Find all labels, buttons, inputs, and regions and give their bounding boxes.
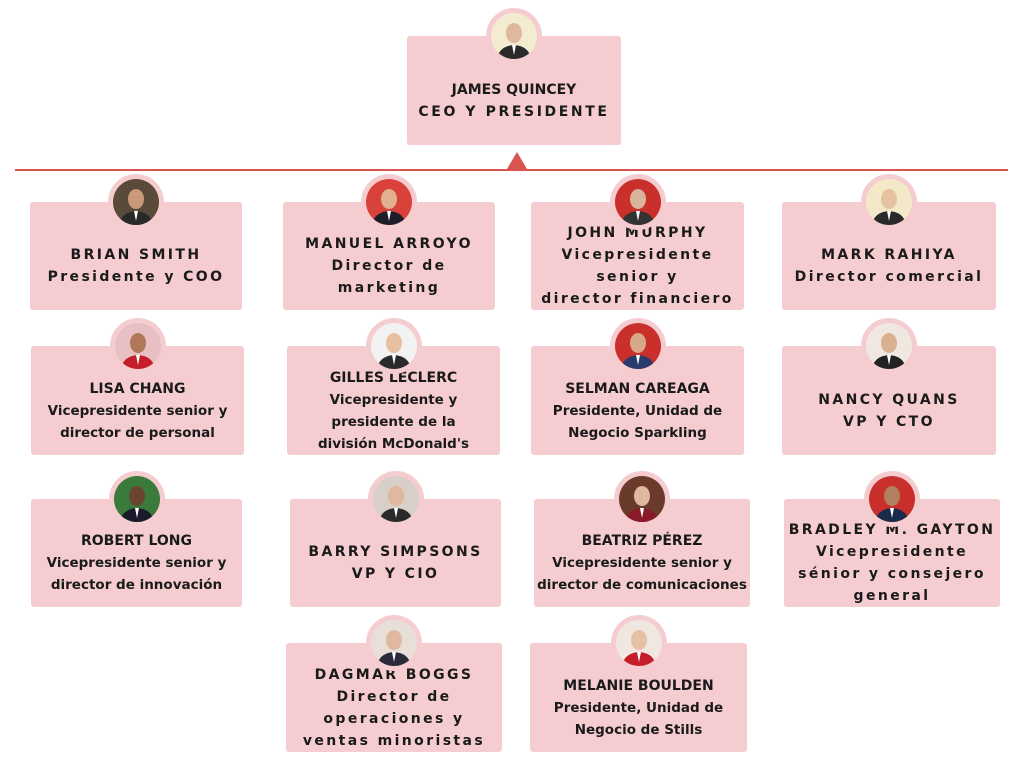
avatar — [614, 471, 670, 527]
org-card-nancy-quans: NANCY QUANS VP Y CTO — [782, 318, 996, 455]
avatar — [861, 174, 917, 230]
avatar — [361, 174, 417, 230]
person-photo-icon — [619, 476, 665, 522]
person-title: Vicepresidente senior y — [47, 402, 228, 419]
person-photo-icon — [869, 476, 915, 522]
org-card-dagmar-boggs: DAGMAR BOGGS Director de operaciones y vent… — [286, 615, 502, 752]
person-title: Vicepresidente senior y — [46, 555, 227, 571]
person-name: DAGMAR BOGGS — [314, 666, 474, 683]
org-card-mark-rahiya: MARK RAHIYA Director comercial — [782, 174, 996, 310]
avatar — [108, 471, 165, 527]
person-name: LISA CHANG — [89, 380, 186, 397]
person-name: MARK RAHIYA — [821, 247, 957, 263]
avatar — [610, 615, 667, 671]
org-card-robert-long: ROBERT LONG Vicepresidente senior y direct… — [31, 471, 242, 607]
person-title: Director de — [336, 688, 452, 705]
person-photo-icon — [366, 179, 412, 225]
person-name: BARRY SIMPSONS — [308, 544, 483, 560]
person-title: Presidente y COO — [47, 269, 225, 285]
person-photo-icon — [371, 620, 417, 666]
org-card-bradley-m-gayton: BRADLEY M. GAYTON Vicepresidente sénior y … — [784, 471, 1000, 607]
person-title: director de innovación — [50, 577, 223, 593]
org-card-james-quincey: JAMES QUINCEY CEO Y PRESIDENTE — [407, 8, 621, 145]
person-title: director financiero — [541, 291, 734, 307]
person-name: BRADLEY M. GAYTON — [788, 522, 996, 538]
org-card-manuel-arroyo: MANUEL ARROYO Director de marketing — [283, 174, 495, 310]
person-title: Presidente, Unidad de — [553, 699, 724, 716]
person-title: operaciones y — [323, 710, 465, 727]
person-title: CEO Y PRESIDENTE — [418, 103, 610, 120]
org-card-lisa-chang: LISA CHANG Vicepresidente senior y directo… — [31, 318, 244, 455]
avatar — [108, 174, 164, 230]
person-title: senior y — [596, 269, 679, 285]
person-title: VP Y CIO — [351, 566, 440, 582]
person-title: director de personal — [60, 424, 215, 441]
person-title: marketing — [337, 280, 441, 296]
person-title: director de comunicaciones — [537, 577, 747, 593]
person-photo-icon — [614, 323, 661, 369]
person-title: división McDonald's — [317, 435, 470, 452]
avatar — [367, 471, 424, 527]
person-title: Negocio Sparkling — [568, 424, 707, 441]
avatar — [864, 471, 920, 527]
person-name: JOHN MURPHY — [567, 225, 708, 241]
person-photo-icon — [114, 323, 161, 369]
org-card-beatriz-perez: BEATRIZ PÉREZ Vicepresidente senior y dire… — [534, 471, 750, 607]
person-photo-icon — [113, 476, 160, 522]
person-title: Vicepresidente — [815, 544, 968, 560]
person-photo-icon — [370, 323, 417, 369]
person-name: NANCY QUANS — [818, 391, 960, 408]
person-title: sénior y consejero — [798, 566, 986, 582]
org-card-melanie-boulden: MELANIE BOULDEN Presidente, Unidad de Nego… — [530, 615, 747, 752]
person-name: GILLES LECLERC — [329, 369, 458, 386]
person-name: ROBERT LONG — [80, 533, 193, 549]
org-card-selman-careaga: SELMAN CAREAGA Presidente, Unidad de Negoc… — [531, 318, 744, 455]
person-title: Director comercial — [794, 269, 984, 285]
avatar — [365, 318, 422, 374]
org-card-barry-simpsons: BARRY SIMPSONS VP Y CIO — [290, 471, 501, 607]
person-photo-icon — [491, 13, 537, 59]
org-card-john-murphy: JOHN MURPHY Vicepresidente senior y directo… — [531, 174, 744, 310]
person-name: SELMAN CAREAGA — [565, 380, 710, 397]
person-photo-icon — [372, 476, 419, 522]
person-title: Vicepresidente senior y — [552, 555, 732, 571]
avatar — [109, 318, 166, 374]
avatar — [486, 8, 542, 64]
person-title: presidente de la — [331, 413, 456, 430]
org-card-gilles-leclerc: GILLES LECLERC Vicepresidente y presidente… — [287, 318, 500, 455]
person-title: Vicepresidente — [561, 247, 714, 263]
hierarchy-connector-line — [15, 169, 1008, 171]
person-name: BEATRIZ PÉREZ — [581, 533, 703, 549]
person-title: Presidente, Unidad de — [552, 402, 723, 419]
avatar — [609, 318, 666, 374]
person-title: ventas minoristas — [302, 732, 486, 749]
person-name: BRIAN SMITH — [70, 247, 202, 263]
connector-arrow — [507, 152, 527, 169]
person-name: MELANIE BOULDEN — [563, 677, 714, 694]
avatar — [366, 615, 422, 671]
person-title: Vicepresidente y — [329, 391, 458, 408]
person-photo-icon — [614, 179, 661, 225]
person-title: Negocio de Stills — [574, 721, 703, 738]
person-photo-icon — [866, 179, 912, 225]
person-photo-icon — [615, 620, 662, 666]
avatar — [861, 318, 917, 374]
person-title: Director de — [331, 258, 447, 274]
person-photo-icon — [866, 323, 912, 369]
avatar — [609, 174, 666, 230]
person-name: MANUEL ARROYO — [305, 236, 473, 252]
person-title: VP Y CTO — [843, 413, 935, 430]
person-name: JAMES QUINCEY — [451, 81, 577, 98]
person-title: general — [853, 588, 931, 604]
person-photo-icon — [113, 179, 159, 225]
org-card-brian-smith: BRIAN SMITH Presidente y COO — [30, 174, 242, 310]
